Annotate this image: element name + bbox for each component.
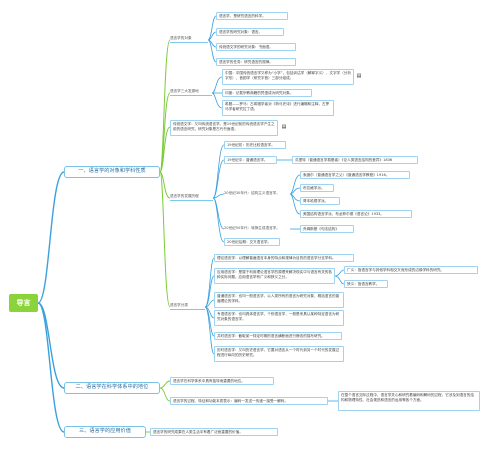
section-3-node[interactable]: 三、语言学的应用价值 bbox=[64, 426, 146, 438]
philology-node[interactable]: 传统语文学：又叫传统语言学，是19世纪前的传统语言学产生之前的语言研究，研究对象… bbox=[170, 120, 278, 136]
origin-china: 中国：中国传统语言学又称为“小学”，包括训诂学（解释字义）、文字学（分析字形）、… bbox=[222, 69, 354, 85]
applied-broad: 广义：指语言学与其他学科相交叉而形成的边缘学科的研究。 bbox=[344, 266, 478, 274]
object-node[interactable]: 语言学的对象 bbox=[170, 36, 208, 43]
note-icon[interactable]: ▤ bbox=[281, 124, 287, 130]
classes-node[interactable]: 语言学分类 bbox=[170, 303, 205, 310]
humboldt-node: 洪堡特（普通语言学奠基者）《论人类语言结构的差异》1836 bbox=[292, 156, 418, 164]
position-note: 在整个语言交际过程中，语言学关心和研究着编码和解码的过程，它涉及到语言的结构和物… bbox=[338, 391, 480, 411]
origin-india: 印度：记载宗教典籍的梵语成为研究对象。 bbox=[222, 89, 312, 97]
origin-greece-rome: 希腊——罗马：古希腊学者对《荷马史诗》进行编辑和注释，古罗马学者研究拉丁语。 bbox=[222, 100, 334, 116]
american-school: 美国结构语言学派，布龙菲尔德《语言论》1933。 bbox=[300, 210, 412, 218]
history-19c-early: 19世纪初：历史比较语言学。 bbox=[224, 141, 286, 149]
class-applied: 应用语言学：是属于利用理论语言学的原理来解决现实中与语言有关的各种实际问题。应用… bbox=[214, 268, 335, 284]
object-item-3: 传统语文学的研究对象：书面语。 bbox=[216, 43, 296, 51]
class-specific: 专语语言学：也叫具体语言学，个别语言学，一般是来具认某种特定语言为研究对象的语言… bbox=[214, 310, 344, 326]
history-19c-mid: 19世纪中：普通语言学。 bbox=[224, 156, 277, 164]
object-item-1: 语言学，是研究语言的科学。 bbox=[216, 12, 288, 20]
class-theoretical: 理论语言学：以理解普遍语言本身的特点和规律为目的的语言学分支学科。 bbox=[214, 254, 354, 262]
history-1950s: 20世纪50年代：转换生成语言学。 bbox=[224, 226, 280, 230]
root-node[interactable]: 导言 bbox=[9, 294, 38, 312]
history-node[interactable]: 语言学的发展历程 bbox=[170, 194, 213, 201]
note-icon[interactable]: ▤ bbox=[356, 73, 362, 79]
section-1-node[interactable]: 一、语言学的对象和学科性质 bbox=[64, 166, 160, 178]
link-s1-history bbox=[159, 171, 171, 199]
link-root-s3 bbox=[37, 302, 65, 433]
link-s1-classes bbox=[159, 171, 171, 308]
object-item-4: 语言学的任务：研究语言的规律。 bbox=[216, 58, 296, 66]
position-item-2: 语言学的过程、特征和功能本质表示：编码一发送一传递一接受一解码。 bbox=[170, 397, 328, 405]
chomsky-node: 乔姆斯基《句法结构》1957。 bbox=[300, 225, 354, 233]
class-general: 普通语言学：也叫一般语言学，以人类所有的语言为研究对象，概括语言的普遍理论的学科… bbox=[214, 292, 344, 308]
section-2-node[interactable]: 二、语言学在科学体系中的地位 bbox=[64, 382, 160, 394]
copenhagen-school: 哥本哈根学派。 bbox=[300, 197, 340, 205]
link-s1-object bbox=[159, 39, 171, 173]
applied-narrow: 狭义：指语言教学。 bbox=[344, 280, 388, 288]
class-diachronic: 历时语言学：又叫历史语言学，它要对语言从一个时代到另一个时代的发展过程进行纵向的… bbox=[214, 346, 344, 362]
link-root-s1 bbox=[37, 171, 65, 304]
history-late-20c: 20世纪后期：交叉语言学。 bbox=[224, 238, 280, 246]
application-item: 语言学的研究成果在人类生活中有着广泛而重要的价值。 bbox=[150, 428, 278, 436]
object-item-2: 语言学的研究对象：语言。 bbox=[216, 28, 284, 36]
class-synchronic: 共时语言学：截取某一特定时期的语言横断面进行静态的描写研究。 bbox=[214, 332, 342, 340]
position-item-1: 语言学在科学体系中具有独特而重要的地位。 bbox=[170, 377, 274, 385]
three-origins-node[interactable]: 语言学三大发源地 bbox=[170, 89, 212, 96]
link-s1-philology bbox=[159, 126, 171, 173]
prague-school: 布拉格学派。 bbox=[300, 184, 334, 192]
saussure-node: 索绪尔（普通语言学之父）《普通语言学教程》1916。 bbox=[300, 171, 410, 179]
history-1930s: 20世纪30年代：结构主义语言学。 bbox=[224, 191, 280, 195]
